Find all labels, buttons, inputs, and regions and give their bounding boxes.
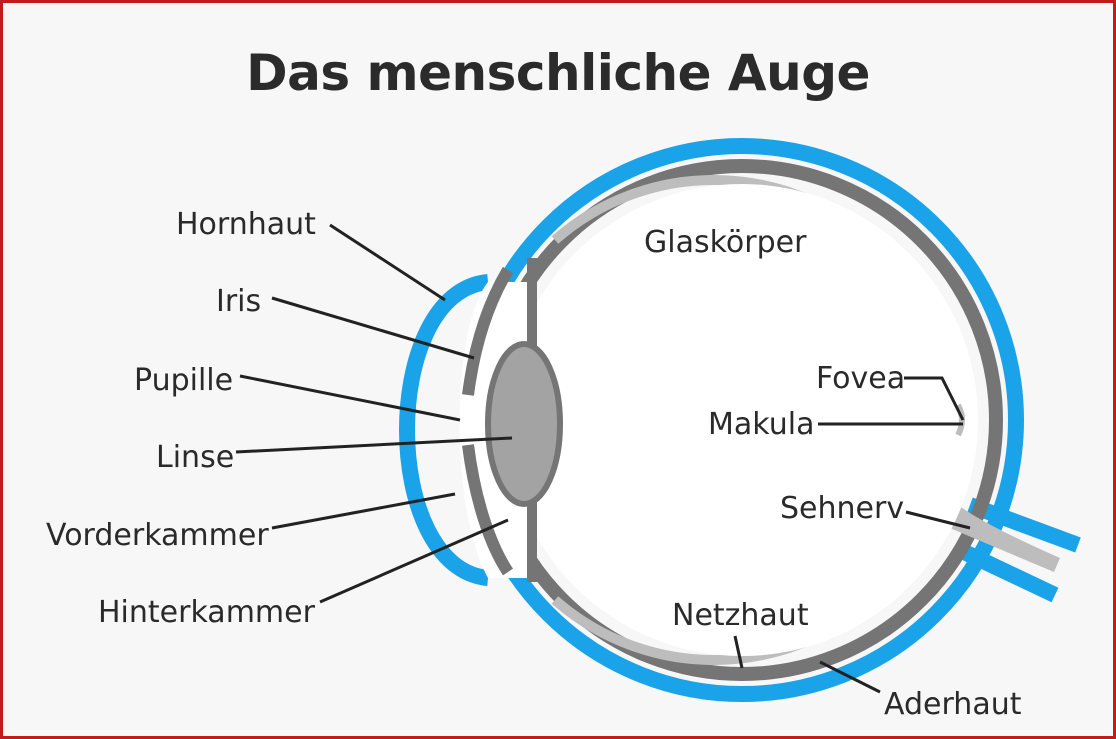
label-vorderkammer: Vorderkammer [46, 518, 269, 553]
label-hornhaut: Hornhaut [176, 207, 316, 242]
leader-lines [235, 223, 971, 694]
label-fovea: Fovea [816, 361, 905, 396]
lens [485, 341, 563, 507]
label-iris: Iris [216, 284, 261, 319]
label-glaskoerper: Glaskörper [644, 225, 807, 260]
label-netzhaut: Netzhaut [672, 598, 809, 633]
label-makula: Makula [708, 407, 814, 442]
label-hinterkammer: Hinterkammer [98, 595, 316, 630]
iris-upper [462, 266, 514, 396]
label-sehnerv: Sehnerv [780, 491, 904, 526]
optic-nerve [950, 505, 1060, 572]
label-linse: Linse [156, 440, 234, 475]
vitreous-body [506, 184, 978, 656]
label-aderhaut: Aderhaut [884, 687, 1022, 722]
label-pupille: Pupille [134, 363, 233, 398]
page-title: Das menschliche Auge [246, 44, 870, 102]
cornea [399, 274, 490, 586]
iris-lower [462, 444, 514, 576]
